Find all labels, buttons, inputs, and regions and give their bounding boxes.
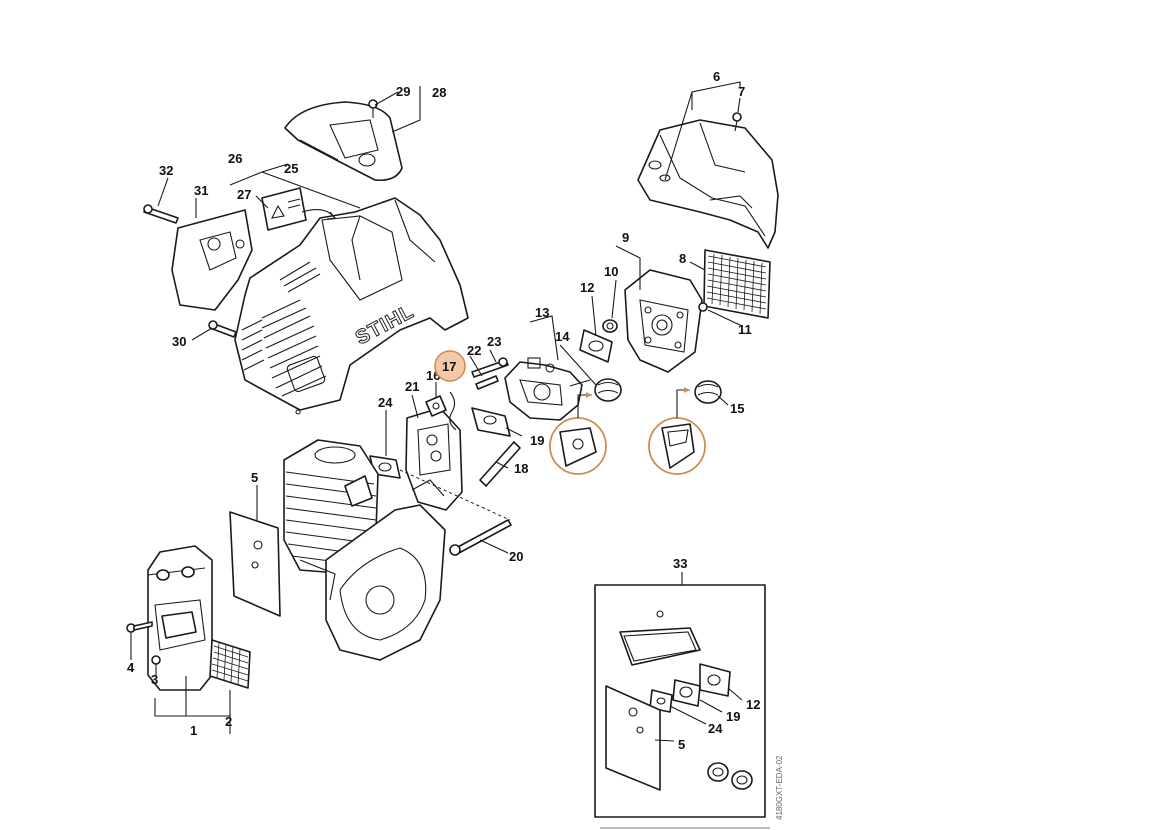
kit-callout-19: 19 bbox=[726, 709, 740, 724]
spring-17-part bbox=[449, 391, 457, 431]
callout-8: 8 bbox=[679, 251, 686, 266]
callout-30: 30 bbox=[172, 334, 186, 349]
purge-bulb-15-part bbox=[694, 380, 722, 404]
clip-22-part bbox=[475, 375, 499, 390]
nut-11-part bbox=[698, 302, 708, 312]
detail-view-right bbox=[648, 387, 706, 475]
screw-7-part bbox=[732, 112, 742, 132]
callout-22: 22 bbox=[467, 343, 481, 358]
impulse-16-part bbox=[425, 395, 447, 417]
callout-19: 19 bbox=[530, 433, 544, 448]
callout-3: 3 bbox=[151, 672, 158, 687]
callout-29: 29 bbox=[396, 84, 410, 99]
callout-2: 2 bbox=[225, 714, 232, 729]
callout-10: 10 bbox=[604, 264, 618, 279]
callout-18: 18 bbox=[514, 461, 528, 476]
muffler-part bbox=[147, 545, 213, 691]
filter-base-part bbox=[624, 269, 703, 373]
screw-30-part bbox=[208, 320, 237, 338]
gasket-kit-box: 4180GXT-EDA-02 bbox=[594, 584, 784, 820]
detail-view-left bbox=[549, 392, 607, 475]
callout-6: 6 bbox=[713, 69, 720, 84]
callout-14: 14 bbox=[555, 329, 570, 344]
kit-callout-24: 24 bbox=[708, 721, 723, 736]
air-filter-part bbox=[703, 249, 771, 319]
screen-2-part bbox=[209, 639, 251, 689]
gasket-19-part bbox=[471, 407, 511, 437]
kit-callout-12: 12 bbox=[746, 697, 760, 712]
callout-9: 9 bbox=[622, 230, 629, 245]
callout-32: 32 bbox=[159, 163, 173, 178]
callout-23: 23 bbox=[487, 334, 501, 349]
callout-12: 12 bbox=[580, 280, 594, 295]
filter-cover-part bbox=[637, 119, 779, 249]
callout-31: 31 bbox=[194, 183, 208, 198]
gasket-12-part bbox=[579, 329, 613, 363]
callout-24: 24 bbox=[378, 395, 393, 410]
callout-1: 1 bbox=[190, 723, 197, 738]
callout-7: 7 bbox=[738, 84, 745, 99]
callout-26: 26 bbox=[228, 151, 242, 166]
callout-28: 28 bbox=[432, 85, 446, 100]
highlight-marker[interactable] bbox=[434, 350, 466, 382]
document-code: 4180GXT-EDA-02 bbox=[775, 755, 784, 820]
callout-13: 13 bbox=[535, 305, 549, 320]
kit-callout-5: 5 bbox=[678, 737, 685, 752]
purge-bulb-14-part bbox=[594, 378, 622, 402]
callout-27: 27 bbox=[237, 187, 251, 202]
gasket-5-part bbox=[229, 511, 281, 617]
screw-3-part bbox=[151, 655, 161, 665]
callout-21: 21 bbox=[405, 379, 419, 394]
top-cover-part bbox=[284, 101, 403, 182]
crankcase-part bbox=[299, 504, 446, 661]
callout-5: 5 bbox=[251, 470, 258, 485]
callout-25: 25 bbox=[284, 161, 298, 176]
manifold-21-part bbox=[405, 407, 463, 511]
callout-15: 15 bbox=[730, 401, 744, 416]
callout-17[interactable]: 17 bbox=[442, 359, 456, 374]
screw-4-part bbox=[126, 621, 153, 633]
carburetor-part bbox=[504, 357, 591, 421]
callout-labels: 1 2 3 4 5 6 7 8 9 10 11 12 13 14 15 16 1… bbox=[127, 69, 760, 752]
warning-label-part bbox=[261, 187, 337, 231]
callout-33: 33 bbox=[673, 556, 687, 571]
callout-11: 11 bbox=[738, 322, 752, 337]
bolt-23-part bbox=[471, 357, 509, 378]
screw-32-part bbox=[143, 204, 179, 224]
callout-20: 20 bbox=[509, 549, 523, 564]
bolt-20-part bbox=[449, 519, 512, 556]
bushing-10-part bbox=[602, 319, 618, 333]
leader-lines bbox=[130, 81, 743, 742]
callout-4: 4 bbox=[127, 660, 135, 675]
side-panel-part bbox=[171, 209, 253, 311]
